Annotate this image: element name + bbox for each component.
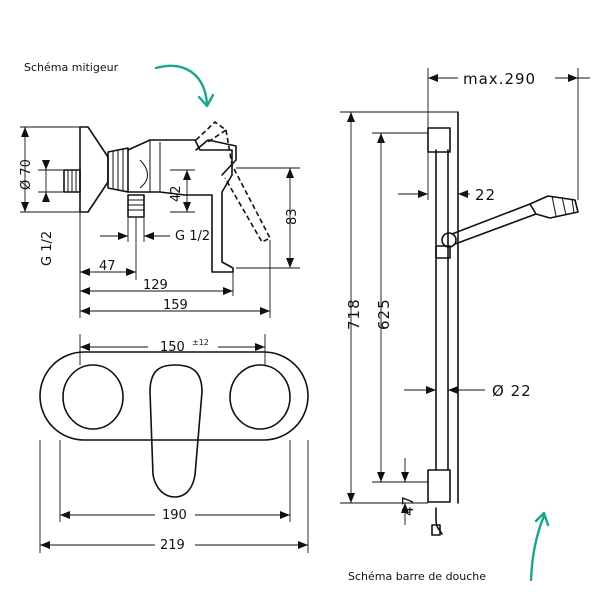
width-219-label: 219 [160, 538, 185, 553]
width-47-label: 47 [99, 259, 116, 274]
mixer-body [127, 139, 234, 273]
height-42-label: 42 [169, 185, 184, 202]
top-view-body [149, 364, 203, 498]
mixer-caption: Schéma mitigeur [24, 61, 119, 74]
lever-open-position [195, 120, 272, 244]
tolerance-label: ±12 [192, 338, 209, 347]
outlet-thread-lines [128, 199, 144, 211]
thread-mid-label: G 1/2 [175, 229, 210, 244]
body-edge-lines [149, 140, 161, 192]
left-rosette [62, 364, 124, 430]
mixer-caption-group: Schéma mitigeur [24, 61, 215, 108]
outlet-thread [127, 194, 145, 218]
height-718-label: 718 [345, 298, 363, 330]
diameter-22-label: Ø 22 [492, 382, 532, 400]
left-thread-lines [67, 170, 77, 192]
width-150-label: 150 [160, 340, 185, 355]
width-159-label: 159 [163, 298, 188, 313]
handshower-head[interactable] [529, 195, 579, 219]
handshower-arm [451, 203, 537, 245]
right-rosette [229, 364, 291, 430]
shower-bar-caption-arrowhead-icon [534, 511, 550, 527]
mixer-top-view: 150 ±12 190 219 [39, 334, 309, 553]
hose-end [431, 524, 441, 536]
shower-bar-caption-arrow-icon [529, 514, 546, 582]
height-83-label: 83 [285, 208, 300, 225]
height-47-label: 47 [399, 495, 417, 516]
width-129-label: 129 [143, 278, 168, 293]
slider-knob[interactable] [441, 232, 457, 248]
mixer-caption-arrowhead-icon [197, 93, 215, 108]
shower-bar-view: max.290 22 718 625 Ø 22 4 [340, 68, 590, 536]
width-190-label: 190 [162, 508, 187, 523]
bottom-bracket [427, 469, 451, 503]
handshower-lines [551, 195, 575, 217]
top-bracket [427, 127, 451, 153]
mixer-side-view: Ø 70 G 1/2 G 1/2 42 83 [19, 120, 300, 318]
top-view-outer [39, 351, 309, 441]
shower-bar-caption-group: Schéma barre de douche [348, 511, 550, 583]
wall-flange [79, 126, 109, 213]
shower-bar-caption: Schéma barre de douche [348, 570, 486, 583]
nut-lines [112, 149, 124, 191]
slider-body[interactable] [435, 245, 451, 259]
width-22-label: 22 [475, 186, 496, 204]
thread-left-label: G 1/2 [40, 231, 55, 266]
mixer-caption-arrow-icon [154, 64, 209, 106]
shower-hose [435, 507, 443, 535]
max-290-label: max.290 [463, 70, 536, 88]
body-curve [139, 159, 148, 189]
height-625-label: 625 [375, 298, 393, 330]
diameter-70-label: Ø 70 [19, 159, 34, 190]
